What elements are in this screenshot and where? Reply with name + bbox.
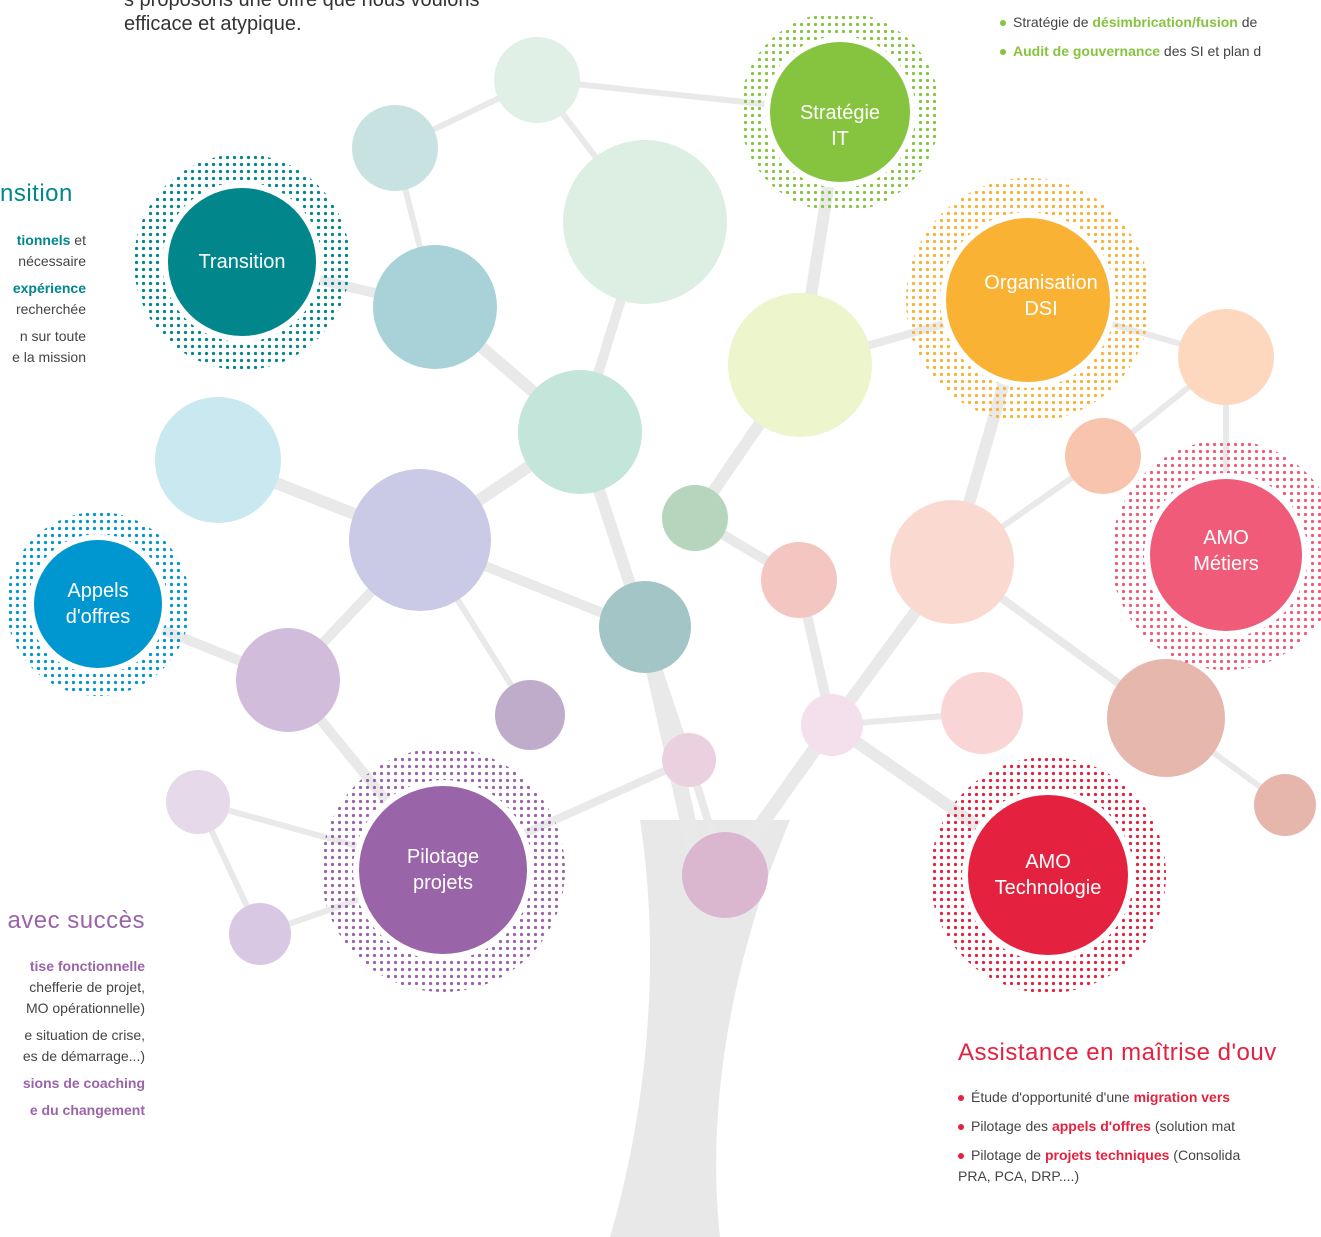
- hub-amo-metiers-graphic: [1111, 440, 1321, 670]
- intro-text: s proposons une offre que nous voulons e…: [124, 0, 480, 35]
- tree-trunk: [610, 820, 790, 1237]
- hub-appels-offres-label: Appels d'offres: [65, 580, 131, 628]
- bullet-dot-icon: [958, 1124, 964, 1131]
- hub-strategie-graphic: [740, 12, 940, 212]
- bullet-dot-icon: [958, 1095, 964, 1102]
- amo-bullet-2: Pilotage des appels d'offres (solution m…: [958, 1116, 1240, 1137]
- amo-section-title: Assistance en maîtrise d'ouv: [958, 1039, 1277, 1066]
- tree-nodes: [155, 37, 1316, 965]
- strategie-bullet-2: Audit de gouvernance des SI et plan d: [1000, 37, 1261, 66]
- hub-amo-techno-graphic: [930, 757, 1166, 993]
- hub-amo-technologie-label: AMO Technologie: [994, 851, 1102, 899]
- amo-bullet-1: Étude d'opportunité d'une migration vers: [958, 1087, 1240, 1108]
- strategie-section-text: Stratégie de désimbrication/fusion de Au…: [1000, 8, 1261, 66]
- hub-transition-label: Transition: [198, 251, 286, 273]
- hub-transition-graphic: [134, 154, 350, 370]
- hub-pilotage-graphic: [321, 748, 565, 992]
- transition-section-text: tionnels et nécessaire expérience recher…: [12, 232, 86, 365]
- strategie-bullet-1: Stratégie de désimbrication/fusion de: [1000, 8, 1261, 37]
- hub-organisation-graphic: [906, 178, 1150, 422]
- hub-amo-metiers-label: AMO Métiers: [1193, 527, 1259, 575]
- bullet-dot-icon: [958, 1153, 964, 1160]
- bullet-dot-icon: [1000, 20, 1006, 27]
- hub-organisation-dsi-label: Organisation DSI: [984, 272, 1098, 320]
- amo-bullet-3: Pilotage de projets techniques (Consolid…: [958, 1145, 1240, 1166]
- amo-section-text: Étude d'opportunité d'une migration vers…: [958, 1087, 1241, 1184]
- pilotage-section-text: tise fonctionnelle chefferie de projet, …: [22, 958, 145, 1118]
- hub-strategie-it-label: Stratégie IT: [799, 102, 881, 150]
- bullet-dot-icon: [1000, 49, 1006, 56]
- hub-pilotage-projets-label: Pilotage projets: [406, 846, 480, 894]
- hub-appels-graphic: [6, 512, 190, 696]
- transition-section-title: nsition: [0, 180, 73, 207]
- pilotage-section-title: avec succès: [7, 907, 145, 934]
